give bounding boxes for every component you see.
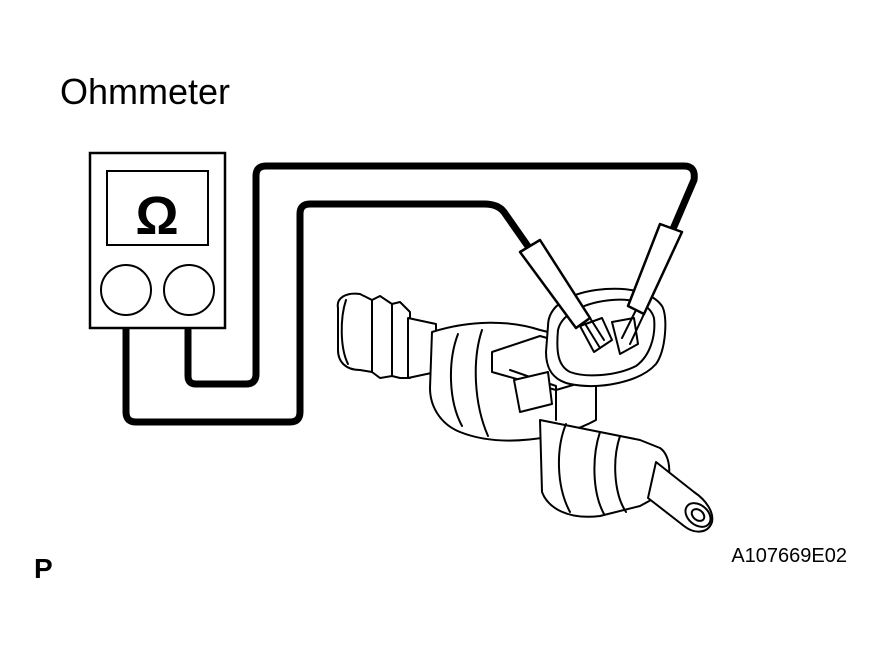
corner-mark: P — [34, 553, 53, 584]
figure-code: A107669E02 — [731, 545, 847, 567]
diagram-title: Ohmmeter — [60, 71, 230, 112]
ohm-symbol: Ω — [135, 186, 178, 246]
fuel-injector — [336, 287, 714, 533]
ohmmeter-box: Ω — [88, 151, 227, 330]
meter-terminal-left — [100, 264, 152, 316]
test-probes — [518, 222, 684, 349]
meter-display — [106, 170, 209, 246]
meter-terminal-right — [163, 264, 215, 316]
test-leads — [122, 162, 698, 426]
